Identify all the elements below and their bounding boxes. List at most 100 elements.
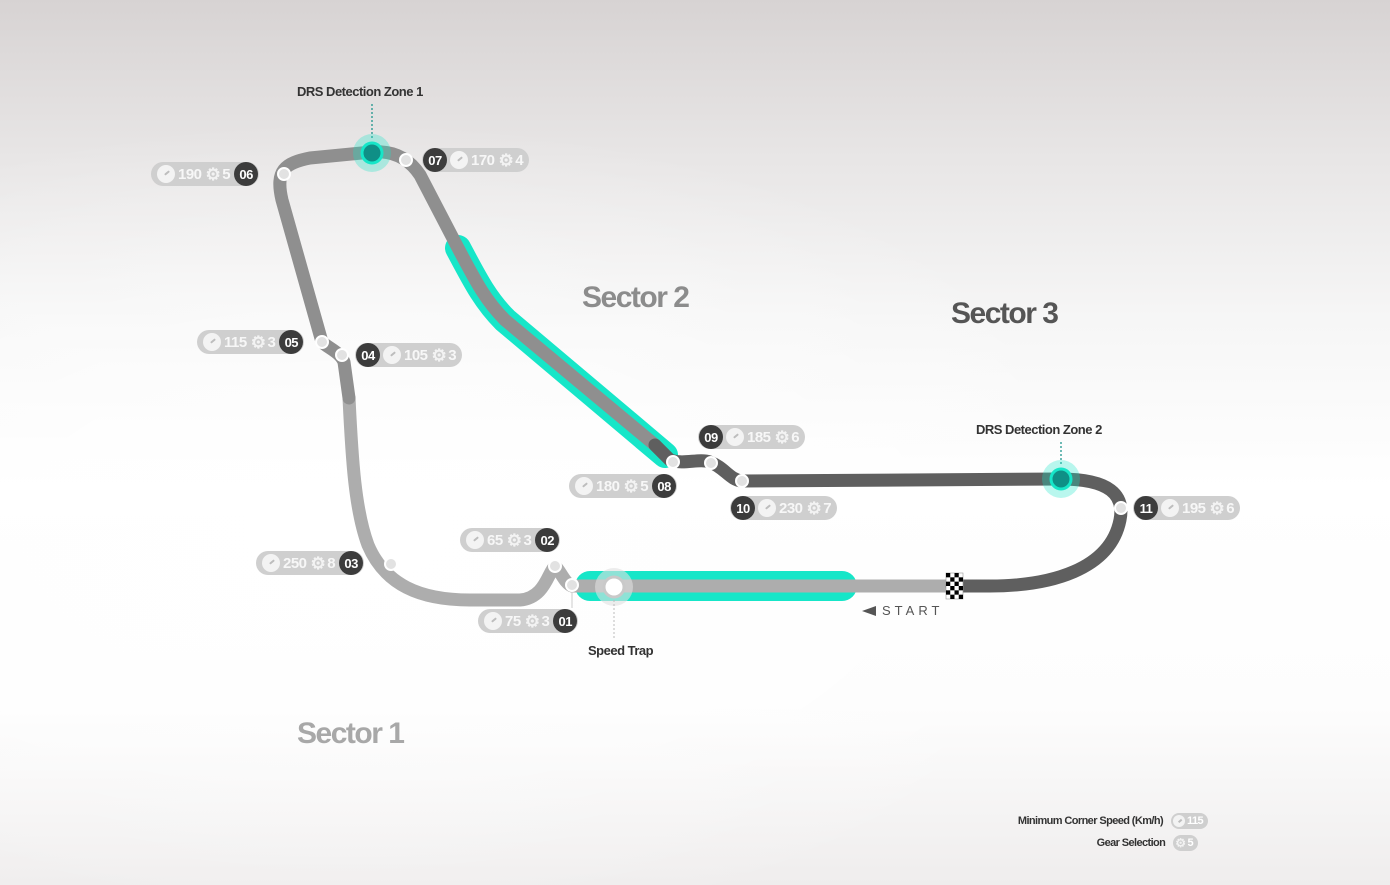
gear-icon: ⚙	[310, 553, 326, 573]
corner-gear: 8	[327, 554, 336, 572]
corner-01-info[interactable]: 75 ⚙ 3 01	[478, 609, 579, 633]
gear-icon: ⚙	[774, 427, 790, 447]
corner-marker-11[interactable]	[1114, 501, 1128, 515]
corner-11-info[interactable]: 11 195 ⚙ 6	[1133, 496, 1241, 520]
corner-markers	[277, 153, 1128, 592]
start-label: START	[862, 603, 943, 618]
corner-speed: 170	[471, 151, 495, 169]
corner-number: 11	[1134, 496, 1158, 520]
speed-trap-marker[interactable]	[602, 575, 626, 599]
speedometer-icon	[758, 499, 776, 517]
speedometer-icon	[1173, 815, 1186, 827]
corner-speed: 250	[283, 554, 307, 572]
sector-1-label: Sector 1	[297, 717, 405, 750]
corner-marker-03[interactable]	[384, 557, 398, 571]
start-text: START	[882, 603, 944, 618]
corner-gear: 3	[541, 612, 550, 630]
corner-07-info[interactable]: 07 170 ⚙ 4	[422, 148, 530, 172]
corner-gear: 3	[448, 346, 457, 364]
speedometer-icon	[157, 165, 175, 183]
legend-gear: Gear Selection ⚙ 5	[1097, 835, 1198, 851]
legend-speed-label: Minimum Corner Speed (Km/h)	[1017, 815, 1164, 827]
corner-08-info[interactable]: 180 ⚙ 5 08	[569, 474, 678, 498]
corner-gear: 3	[267, 333, 276, 351]
gear-icon: ⚙	[1175, 836, 1186, 850]
corner-number: 04	[356, 343, 380, 367]
gear-icon: ⚙	[1209, 498, 1225, 518]
speedometer-icon	[466, 531, 484, 549]
drs-zone-2-label: DRS Detection Zone 2	[976, 422, 1102, 437]
corner-marker-07[interactable]	[399, 153, 413, 167]
corner-gear: 5	[222, 165, 231, 183]
corner-gear: 3	[523, 531, 532, 549]
corner-speed: 115	[224, 333, 247, 351]
speedometer-icon	[1161, 499, 1179, 517]
corner-number: 09	[699, 425, 723, 449]
legend-gear-value: 5	[1187, 837, 1193, 849]
gear-icon: ⚙	[806, 498, 822, 518]
corner-gear: 6	[1226, 499, 1235, 517]
corner-marker-02[interactable]	[548, 559, 562, 573]
gear-icon: ⚙	[524, 611, 540, 631]
corner-gear: 4	[515, 151, 524, 169]
corner-06-info[interactable]: 190 ⚙ 5 06	[151, 162, 260, 186]
speedometer-icon	[203, 333, 221, 351]
legend-speed-example: 115	[1171, 813, 1208, 829]
corner-03-info[interactable]: 250 ⚙ 8 03	[256, 551, 365, 575]
legend-gear-example: ⚙ 5	[1173, 835, 1198, 851]
speedometer-icon	[484, 612, 502, 630]
speedometer-icon	[575, 477, 593, 495]
legend-speed: Minimum Corner Speed (Km/h) 115	[1018, 813, 1208, 829]
corner-speed: 190	[178, 165, 202, 183]
corner-marker-05[interactable]	[315, 335, 329, 349]
drs-zone-1-marker[interactable]	[360, 141, 384, 165]
corner-number: 03	[339, 551, 364, 575]
speedometer-icon	[262, 554, 280, 572]
corner-marker-10[interactable]	[735, 474, 749, 488]
corner-speed: 195	[1182, 499, 1206, 517]
speedometer-icon	[383, 346, 401, 364]
corner-speed: 180	[596, 477, 620, 495]
corner-gear: 6	[791, 428, 800, 446]
drs-zone-2-marker[interactable]	[1049, 467, 1073, 491]
corner-05-info[interactable]: 115 ⚙ 3 05	[197, 330, 305, 354]
track-sector-3	[648, 438, 1128, 593]
sector-3-label: Sector 3	[951, 297, 1059, 330]
start-finish-flag-icon	[945, 572, 964, 600]
corner-number: 05	[279, 330, 304, 354]
corner-09-info[interactable]: 09 185 ⚙ 6	[698, 425, 806, 449]
gear-icon: ⚙	[506, 530, 522, 550]
gear-icon: ⚙	[623, 476, 639, 496]
corner-02-info[interactable]: 65 ⚙ 3 02	[460, 528, 561, 552]
corner-marker-04[interactable]	[335, 348, 349, 362]
corner-speed: 65	[487, 531, 503, 549]
gear-icon: ⚙	[205, 164, 221, 184]
corner-speed: 105	[404, 346, 428, 364]
corner-marker-06[interactable]	[277, 167, 291, 181]
corner-speed: 75	[505, 612, 521, 630]
corner-marker-08[interactable]	[666, 455, 680, 469]
corner-number: 01	[553, 609, 578, 633]
corner-marker-01[interactable]	[565, 578, 579, 592]
speedometer-icon	[726, 428, 744, 446]
corner-04-info[interactable]: 04 105 ⚙ 3	[355, 343, 463, 367]
speedometer-icon	[450, 151, 468, 169]
speed-trap-label: Speed Trap	[588, 643, 654, 658]
gear-icon: ⚙	[431, 345, 447, 365]
corner-speed: 185	[747, 428, 771, 446]
corner-10-info[interactable]: 10 230 ⚙ 7	[730, 496, 838, 520]
corner-gear: 5	[640, 477, 649, 495]
drs-zone-1-label: DRS Detection Zone 1	[297, 84, 423, 99]
corner-speed: 230	[779, 499, 803, 517]
gear-icon: ⚙	[250, 332, 266, 352]
corner-number: 10	[731, 496, 755, 520]
start-arrow-icon	[862, 605, 876, 616]
corner-gear: 7	[823, 499, 832, 517]
corner-number: 02	[535, 528, 560, 552]
legend-speed-value: 115	[1187, 815, 1204, 827]
corner-number: 08	[652, 474, 677, 498]
corner-number: 07	[423, 148, 447, 172]
sector-2-label: Sector 2	[582, 281, 690, 314]
corner-marker-09[interactable]	[704, 456, 718, 470]
legend-gear-label: Gear Selection	[1096, 837, 1166, 849]
